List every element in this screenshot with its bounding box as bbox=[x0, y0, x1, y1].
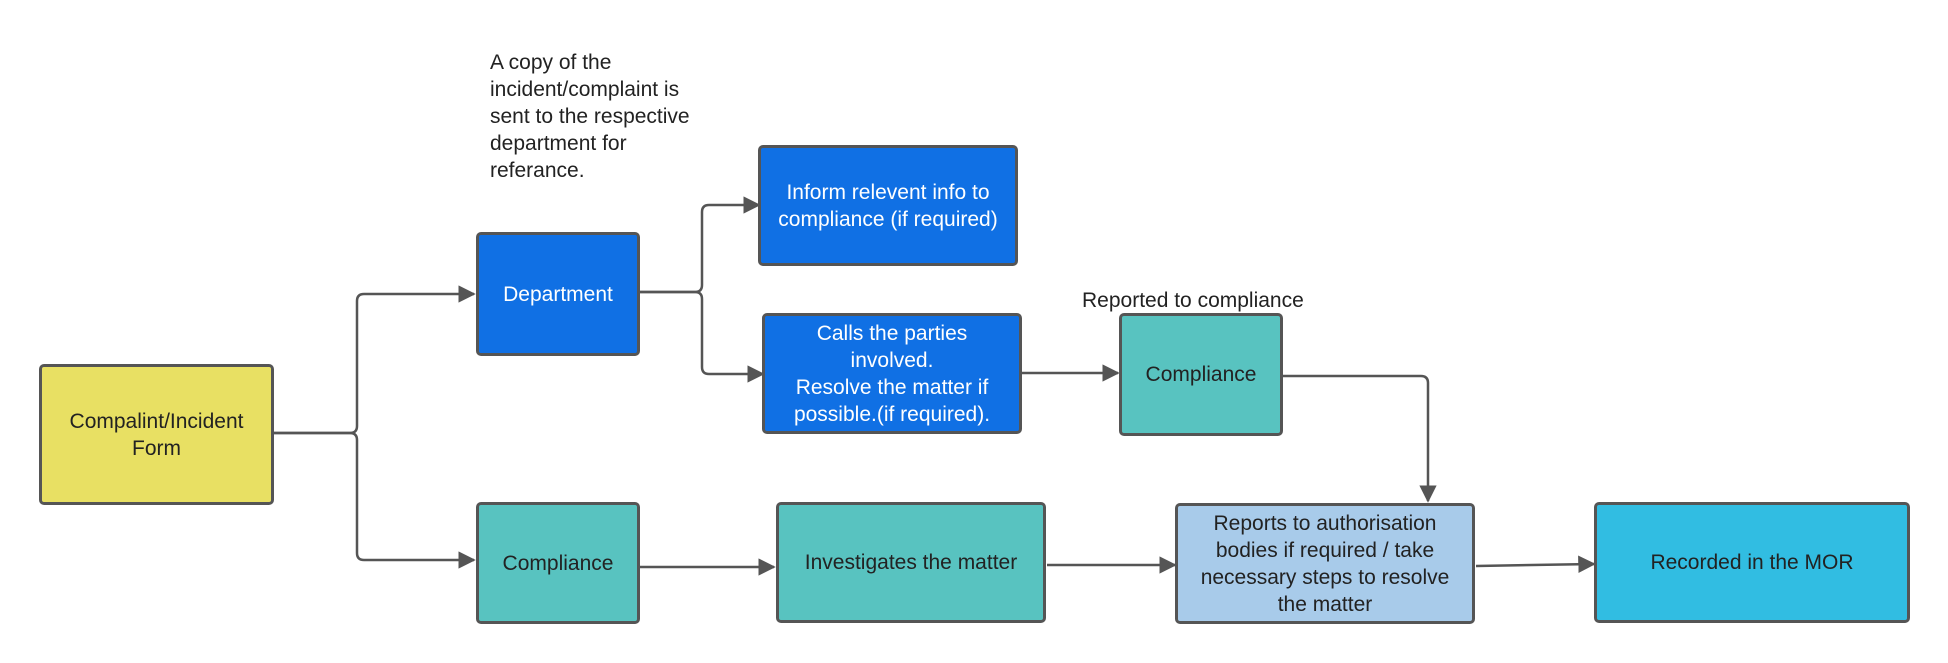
connector-compliance-to-reports bbox=[1283, 374, 1437, 503]
inform-compliance-node: Inform relevent info to compliance (if r… bbox=[758, 145, 1018, 266]
complaint-form-node: Compalint/Incident Form bbox=[39, 364, 274, 505]
investigate-node: Investigates the matter bbox=[776, 502, 1046, 623]
compliance-bottom-label: Compliance bbox=[502, 551, 614, 575]
compliance-top-label: Compliance bbox=[1145, 363, 1257, 386]
copy-annotation: A copy of the incident/complaint is sent… bbox=[490, 51, 690, 182]
complaint-form-label: Compalint/Incident Form bbox=[69, 409, 244, 460]
compliance-bottom-node: Compliance bbox=[476, 502, 640, 624]
reported-annotation: Reported to compliance bbox=[1082, 289, 1304, 312]
connector-form-to-department bbox=[272, 285, 476, 435]
department-node: Department bbox=[476, 232, 640, 356]
connector-department-to-inform bbox=[640, 196, 761, 294]
calls-parties-label: Calls the parties involved. Resolve the … bbox=[793, 321, 991, 426]
inform-compliance-label: Inform relevent info to compliance (if r… bbox=[778, 180, 998, 231]
reports-label: Reports to authorisation bodies if requi… bbox=[1200, 511, 1450, 616]
connector-department-to-calls bbox=[640, 290, 765, 383]
recorded-mor-label: Recorded in the MOR bbox=[1650, 551, 1854, 574]
investigate-label: Investigates the matter bbox=[804, 551, 1018, 574]
recorded-mor-node: Recorded in the MOR bbox=[1594, 502, 1910, 623]
calls-parties-node: Calls the parties involved. Resolve the … bbox=[762, 313, 1022, 434]
department-label: Department bbox=[503, 282, 613, 306]
reports-node: Reports to authorisation bodies if requi… bbox=[1175, 503, 1475, 624]
connector-form-to-compliance bbox=[272, 431, 476, 569]
connector-reports-to-recorded bbox=[1475, 555, 1596, 574]
compliance-top-node: Compliance bbox=[1119, 313, 1283, 436]
